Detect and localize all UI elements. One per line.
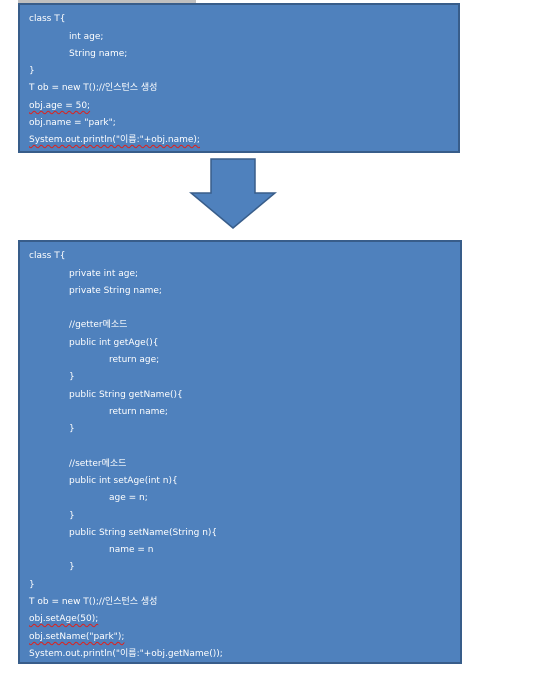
code-line: } [69,562,75,572]
code-line: return name; [109,407,168,417]
code-line: age = n; [109,493,148,503]
code-box-before: class T{ int age; String name; } T ob = … [18,3,460,153]
code-line: public String setName(String n){ [69,528,218,538]
code-line: class T{ [29,14,66,24]
code-line: private int age; [69,269,139,279]
code-box-after: class T{ private int age; private String… [18,240,462,664]
code-line: //getter메소드 [69,320,128,330]
down-arrow-icon [189,158,277,229]
code-line: obj.name = "park"; [29,118,116,128]
code-line: public String getName(){ [69,390,183,400]
code-line: int age; [69,32,104,42]
code-line: //setter메소드 [69,459,127,469]
code-line: } [29,580,35,590]
code-line: } [69,424,75,434]
code-line: class T{ [29,251,66,261]
code-line: } [69,372,75,382]
code-line: public int getAge(){ [69,338,159,348]
code-line: String name; [69,49,128,59]
code-line: } [69,511,75,521]
code-line: return age; [109,355,160,365]
code-line: private String name; [69,286,162,296]
code-line: System.out.println("이름:"+obj.name); [29,135,200,145]
code-line: T ob = new T();//인스턴스 생성 [29,83,158,93]
code-line: T ob = new T();//인스턴스 생성 [29,597,158,607]
code-line: obj.setName("park"); [29,632,125,642]
code-line: name = n [109,545,154,555]
code-line: } [29,66,35,76]
code-line: System.out.println("이름:"+obj.getName()); [29,649,223,659]
top-edge-strip [18,0,196,3]
code-line: public int setAge(int n){ [69,476,178,486]
code-line: obj.age = 50; [29,101,91,111]
code-line: obj.setAge(50); [29,614,99,624]
